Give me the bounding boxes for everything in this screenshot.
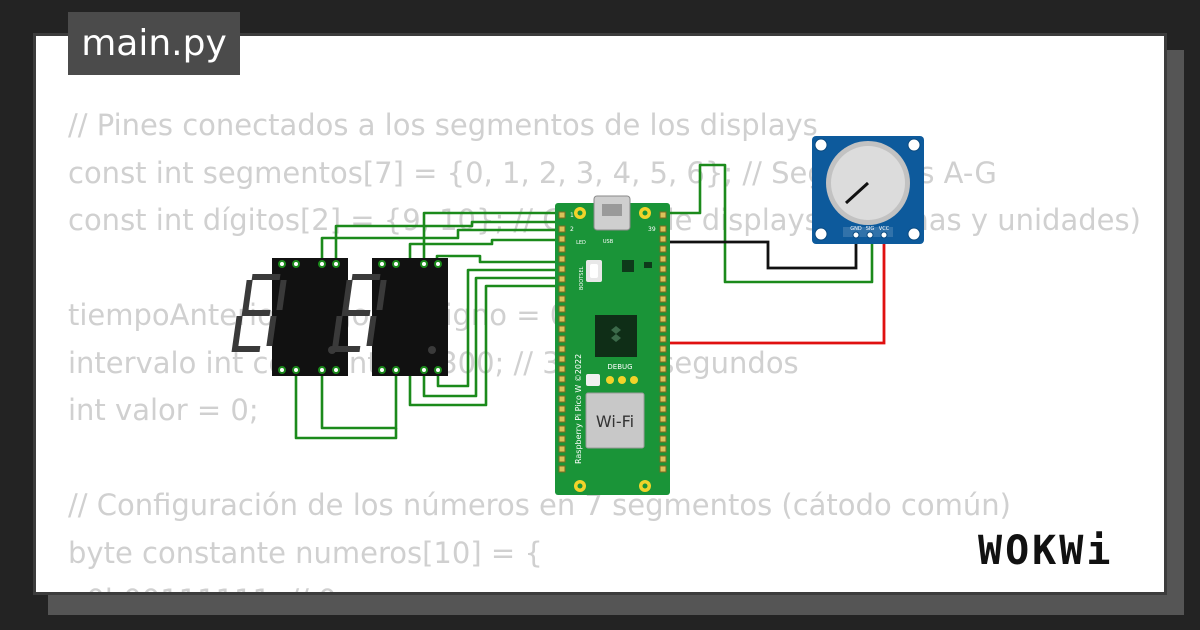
seven-segment-display-units[interactable] (331, 258, 448, 376)
wire-seg (334, 220, 565, 268)
raspberry-logo-icon (611, 326, 621, 342)
code-line: int valor = 0; (68, 393, 259, 427)
code-line: // Configuración de los números en 7 seg… (68, 488, 1011, 522)
potentiometer[interactable]: GND SIG VCC (812, 136, 924, 244)
wire-seg (422, 276, 565, 398)
chip-small-1 (622, 260, 634, 272)
usb-port (602, 204, 622, 216)
display-body (272, 258, 348, 376)
green-wires (294, 163, 874, 440)
pin-header-left (558, 211, 566, 473)
pot-pin-sig: SIG (866, 226, 875, 232)
pin39-label: 39 (648, 226, 656, 233)
display-pins (378, 260, 442, 374)
pin-header-right (659, 211, 667, 473)
wokwi-logo: WOKWi (978, 528, 1114, 574)
display-pins (278, 260, 340, 374)
wire-vcc (660, 232, 886, 345)
mounting-holes (574, 207, 651, 492)
wifi-label: Wi-Fi (596, 412, 634, 431)
display-body (372, 258, 448, 376)
wire-seg (294, 370, 398, 440)
usb-label: USB (603, 239, 614, 245)
wire-seg (422, 211, 565, 268)
debug-pads (606, 376, 638, 384)
wire-seg (408, 284, 565, 407)
segments (331, 274, 436, 354)
segments (231, 274, 336, 354)
bootsel-label: BOOTSEL (579, 266, 585, 290)
chip-small-2 (644, 262, 652, 268)
pot-pin-gnd: GND (850, 226, 862, 232)
wire-seg (436, 268, 565, 388)
led-indicator (586, 374, 600, 386)
wifi-module (585, 392, 645, 449)
wire-gnd (660, 232, 858, 270)
filename-tab[interactable]: main.py (68, 12, 240, 75)
debug-label: DEBUG (607, 363, 632, 371)
board-name-label: Raspberry Pi Pico W ©2022 (574, 354, 583, 464)
code-line: // Pines conectados a los segmentos de l… (68, 108, 818, 142)
pot-knob-indicator (844, 181, 870, 205)
code-line: 0b00111111, // 0 (68, 583, 336, 592)
wire-seg (320, 228, 565, 268)
wire-seg (435, 254, 565, 268)
pot-pin-vcc: VCC (879, 226, 890, 232)
code-line: byte constante numeros[10] = { (68, 535, 543, 570)
seven-segment-display-tens[interactable] (231, 258, 348, 376)
pin2-label: 2 (570, 226, 574, 233)
pin1-label: 1 (570, 212, 574, 219)
wire-sig (660, 163, 874, 284)
led-label: LED (576, 240, 586, 246)
pico-w-board[interactable]: Wi-Fi DEBUG USB LED 1 2 39 BOOTSEL Raspb… (555, 195, 670, 495)
wire-seg (408, 238, 565, 268)
wire-seg (320, 370, 398, 430)
